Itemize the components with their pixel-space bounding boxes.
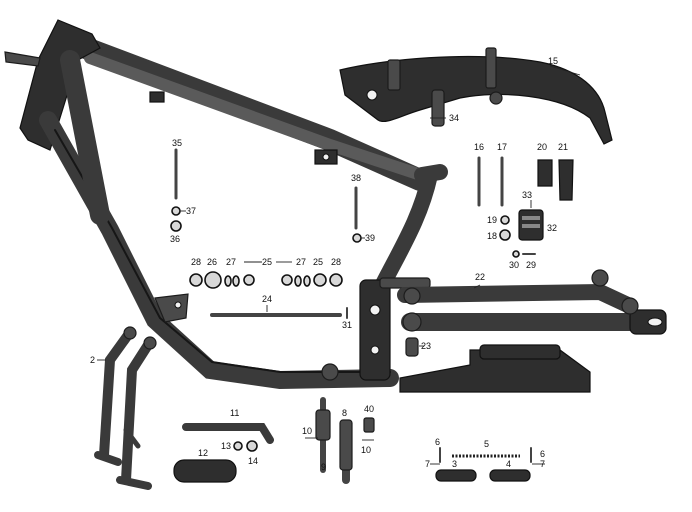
tube-4: [489, 469, 531, 482]
rear-lug: [359, 279, 391, 381]
nut-18: [499, 229, 511, 241]
label-34: 34: [449, 113, 459, 123]
label-32: 32: [547, 223, 557, 233]
label-27a: 27: [226, 257, 236, 267]
label-17: 17: [497, 142, 507, 152]
clamp-20: [537, 159, 553, 187]
label-16: 16: [474, 142, 484, 152]
grip-12: [173, 459, 237, 483]
label-11: 11: [230, 408, 239, 418]
label-38: 38: [351, 173, 361, 183]
label-18: 18: [487, 231, 497, 241]
label-26: 26: [207, 257, 217, 267]
label-2: 2: [90, 355, 95, 365]
washer-37: [171, 206, 181, 216]
tube-3: [435, 469, 477, 482]
label-5: 5: [484, 439, 489, 449]
label-7a: 7: [425, 459, 430, 469]
label-20: 20: [537, 142, 547, 152]
gusset: [154, 293, 189, 323]
label-23: 23: [421, 341, 431, 351]
label-10b: 10: [361, 445, 371, 455]
label-25b: 25: [313, 257, 323, 267]
label-6a: 6: [435, 437, 440, 447]
swing-arm: [397, 269, 667, 393]
mount-tab: [149, 91, 165, 103]
label-33: 33: [522, 190, 532, 200]
label-9: 9: [321, 462, 326, 472]
washer-row: [189, 271, 343, 289]
label-30: 30: [509, 260, 519, 270]
label-12: 12: [198, 448, 208, 458]
label-13: 13: [221, 441, 231, 451]
label-8: 8: [342, 408, 347, 418]
main-frame: [4, 19, 448, 390]
label-14: 14: [248, 456, 258, 466]
label-35: 35: [172, 138, 182, 148]
rear-fender: [339, 47, 613, 145]
label-10a: 10: [302, 426, 312, 436]
label-28a: 28: [191, 257, 201, 267]
label-37: 37: [186, 206, 196, 216]
label-21: 21: [558, 142, 568, 152]
label-27b: 27: [296, 257, 306, 267]
label-22: 22: [475, 272, 485, 282]
clamp-21: [558, 159, 574, 201]
label-40: 40: [364, 404, 374, 414]
label-24: 24: [262, 294, 272, 304]
washer-13: [233, 441, 243, 451]
label-36: 36: [170, 234, 180, 244]
washer-39: [352, 233, 362, 243]
center-stand: [94, 326, 157, 490]
part-30: [512, 250, 520, 258]
label-28b: 28: [331, 257, 341, 267]
label-25a: 25: [262, 257, 272, 267]
label-29: 29: [526, 260, 536, 270]
label-15: 15: [548, 56, 558, 66]
callout-labels: 15 34 35 37 36 38 39 16 17 20 21 33 19 1…: [90, 56, 568, 472]
label-6b: 6: [540, 449, 545, 459]
label-7b: 7: [540, 459, 545, 469]
label-4: 4: [506, 459, 511, 469]
nut-14: [246, 440, 258, 452]
bushing-23: [405, 337, 419, 357]
part-40: [363, 417, 375, 433]
nut-36: [170, 220, 182, 232]
washer-19: [500, 215, 510, 225]
label-31: 31: [342, 320, 352, 330]
lever-11: [182, 423, 274, 444]
label-3: 3: [452, 459, 457, 469]
label-19: 19: [487, 215, 497, 225]
label-39: 39: [365, 233, 375, 243]
head-lug: [4, 51, 41, 67]
